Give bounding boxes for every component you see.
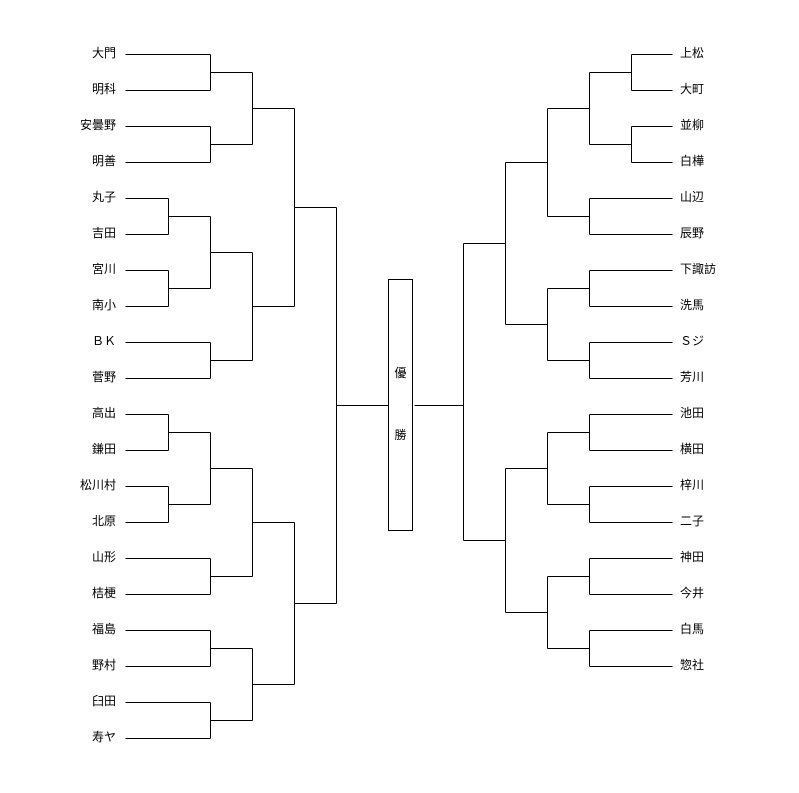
team-name-right: 池田 [680, 406, 705, 420]
team-name-right: 白樺 [680, 154, 705, 168]
team-name-right: 上松 [680, 46, 705, 60]
team-name-right: 洗馬 [680, 298, 705, 312]
team-name-left: 吉田 [91, 226, 116, 240]
team-name-left: 丸子 [91, 190, 116, 204]
team-name-right: 惣社 [680, 658, 705, 672]
team-name-right: 横田 [680, 442, 705, 456]
team-name-left: 菅野 [91, 370, 116, 384]
team-name-left: 野村 [91, 658, 116, 672]
championship-box: 優 勝 [388, 279, 413, 531]
team-name-right: 山辺 [680, 190, 705, 204]
team-name-left: 高出 [91, 406, 116, 420]
team-name-right: 白馬 [680, 622, 705, 636]
team-name-left: 福島 [91, 622, 116, 636]
team-name-right: Ｓジ [680, 334, 705, 348]
team-name-left: 北原 [91, 514, 116, 528]
team-name-right: 二子 [680, 514, 705, 528]
team-name-left: 寿ヤ [91, 730, 116, 744]
team-name-left: ＢＫ [91, 334, 116, 348]
team-name-right: 今井 [680, 586, 705, 600]
team-name-left: 山形 [91, 550, 116, 564]
team-name-left: 大門 [91, 46, 116, 60]
team-name-right: 神田 [680, 550, 705, 564]
team-name-left: 桔梗 [91, 586, 116, 600]
team-name-right: 大町 [680, 82, 705, 96]
team-name-left: 宮川 [91, 262, 116, 276]
team-name-left: 南小 [91, 298, 116, 312]
team-name-left: 鎌田 [91, 442, 116, 456]
team-name-right: 辰野 [680, 226, 705, 240]
team-name-left: 松川村 [79, 478, 116, 492]
team-name-right: 並柳 [680, 118, 705, 132]
championship-label-1: 優 [394, 366, 407, 380]
team-name-left: 臼田 [91, 694, 116, 708]
team-name-left: 明善 [91, 154, 116, 168]
team-name-left: 安曇野 [79, 118, 116, 132]
team-name-left: 明科 [91, 82, 116, 96]
team-name-right: 下諏訪 [680, 262, 717, 276]
team-name-right: 芳川 [680, 370, 705, 384]
championship-label-2: 勝 [394, 428, 407, 442]
team-name-right: 梓川 [680, 478, 705, 492]
